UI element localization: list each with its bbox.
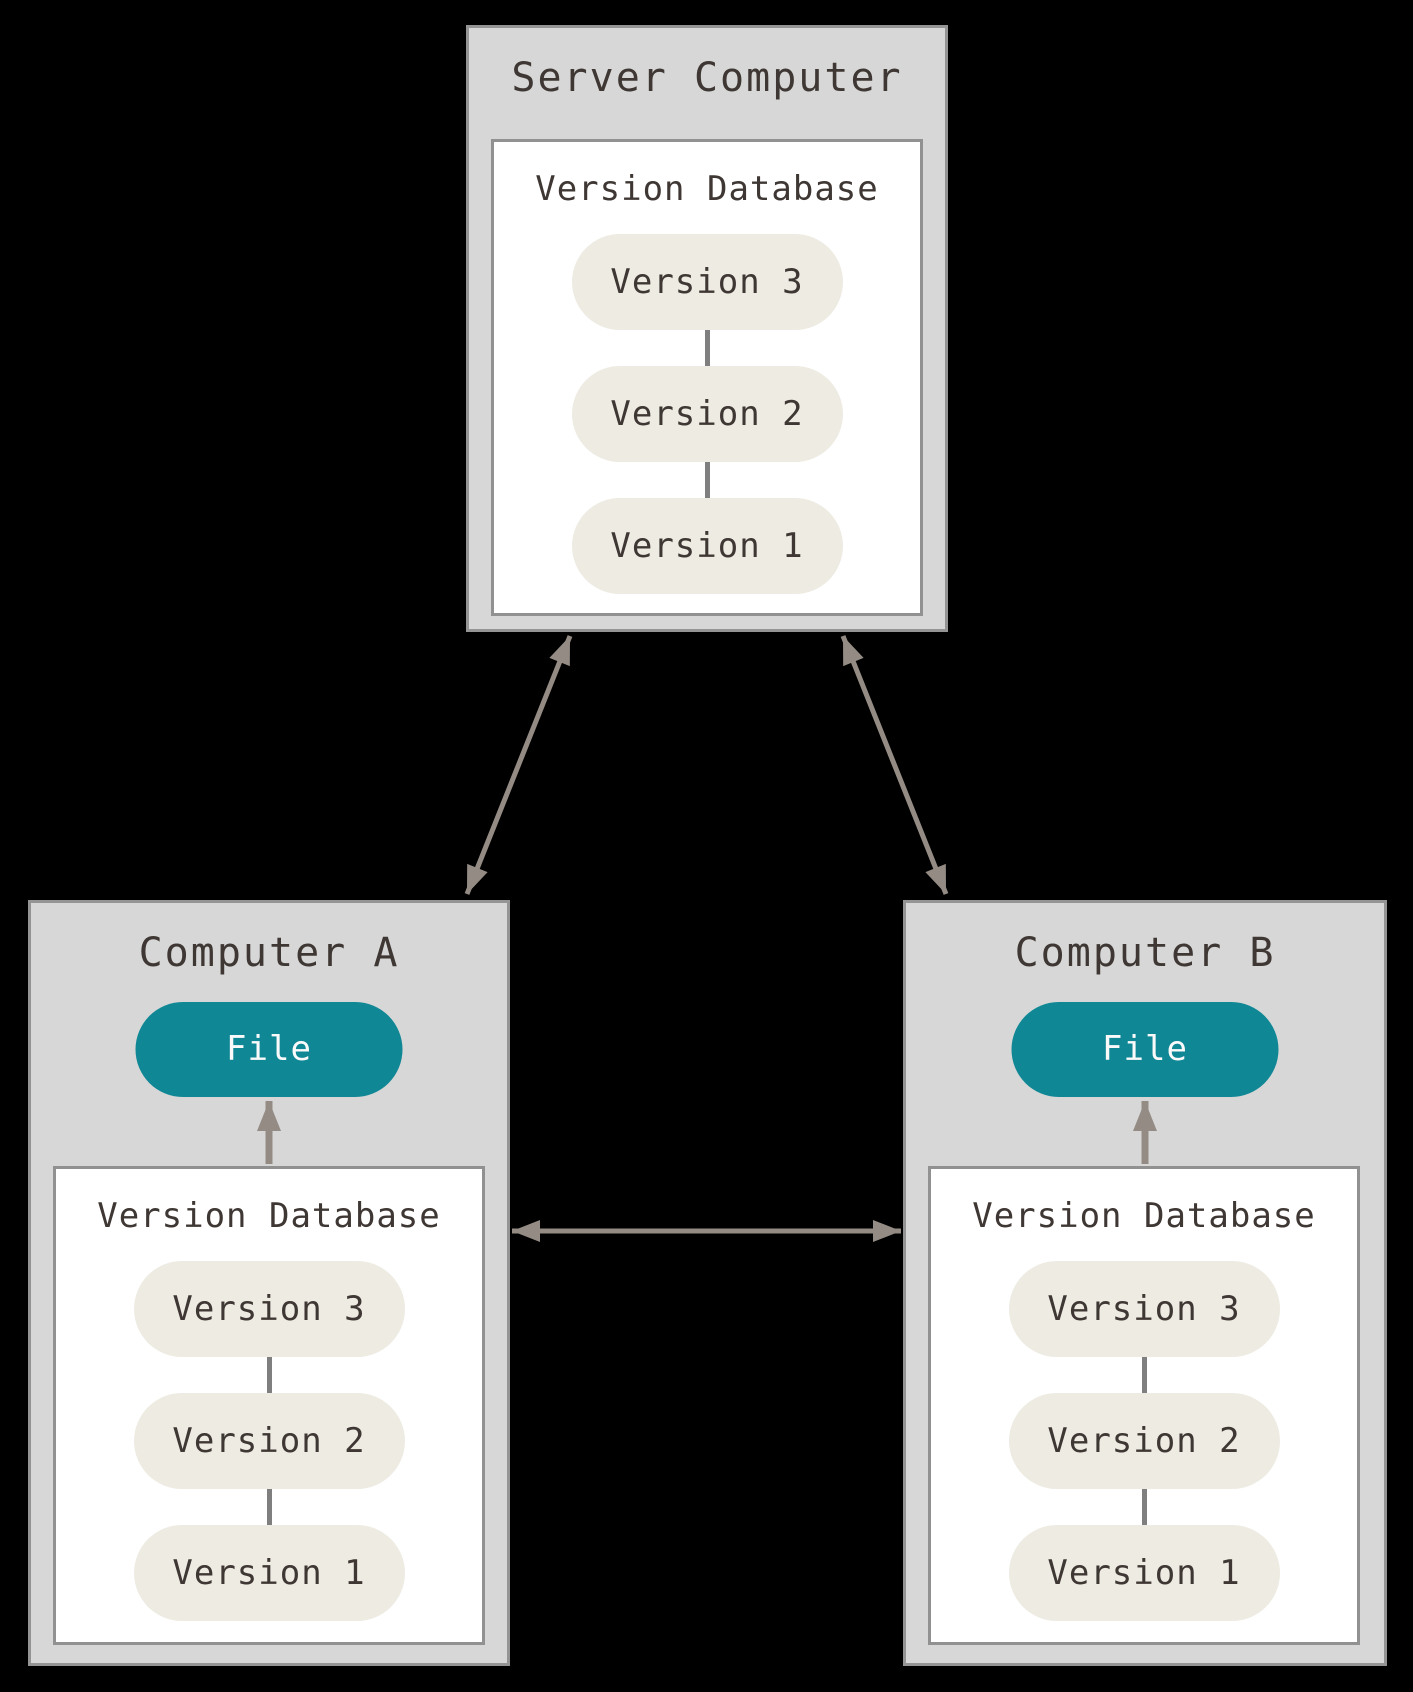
- server-version-link-line: [704, 330, 710, 366]
- server-version-database-title: Version Database: [535, 169, 879, 209]
- computer-a-box: Computer A File Version Database Version…: [28, 900, 510, 1666]
- computer-b-version-1-pill: Version 1: [1008, 1525, 1280, 1621]
- server-version-2-pill: Version 2: [571, 366, 843, 462]
- server-computer-title: Server Computer: [511, 55, 903, 101]
- computer-a-title: Computer A: [138, 930, 400, 976]
- computer-b-box: Computer B File Version Database Version…: [903, 900, 1387, 1666]
- computer-b-title: Computer B: [1014, 930, 1276, 976]
- sync-arrow-server-computer-a: [464, 635, 573, 895]
- computer-a-version-2-pill: Version 2: [133, 1393, 405, 1489]
- server-version-3-pill: Version 3: [571, 234, 843, 330]
- server-computer-box: Server Computer Version Database Version…: [466, 25, 948, 632]
- sync-arrow-server-computer-b: [840, 635, 949, 895]
- server-version-link-line: [704, 462, 710, 498]
- computer-b-version-3-pill: Version 3: [1008, 1261, 1280, 1357]
- computer-b-version-link-line: [1141, 1489, 1147, 1525]
- server-version-database-panel: Version Database Version 3 Version 2 Ver…: [491, 139, 923, 616]
- computer-a-version-database-panel: Version Database Version 3 Version 2 Ver…: [53, 1166, 485, 1645]
- server-version-1-pill: Version 1: [571, 498, 843, 594]
- computer-a-file-pill: File: [135, 1002, 403, 1097]
- computer-b-version-database-title: Version Database: [972, 1196, 1316, 1236]
- computer-a-version-1-pill: Version 1: [133, 1525, 405, 1621]
- computer-b-version-database-panel: Version Database Version 3 Version 2 Ver…: [928, 1166, 1360, 1645]
- computer-b-version-2-pill: Version 2: [1008, 1393, 1280, 1489]
- computer-a-version-link-line: [266, 1489, 272, 1525]
- computer-b-version-link-line: [1141, 1357, 1147, 1393]
- computer-a-version-3-pill: Version 3: [133, 1261, 405, 1357]
- computer-a-version-database-title: Version Database: [97, 1196, 441, 1236]
- computer-a-version-link-line: [266, 1357, 272, 1393]
- computer-b-file-pill: File: [1011, 1002, 1279, 1097]
